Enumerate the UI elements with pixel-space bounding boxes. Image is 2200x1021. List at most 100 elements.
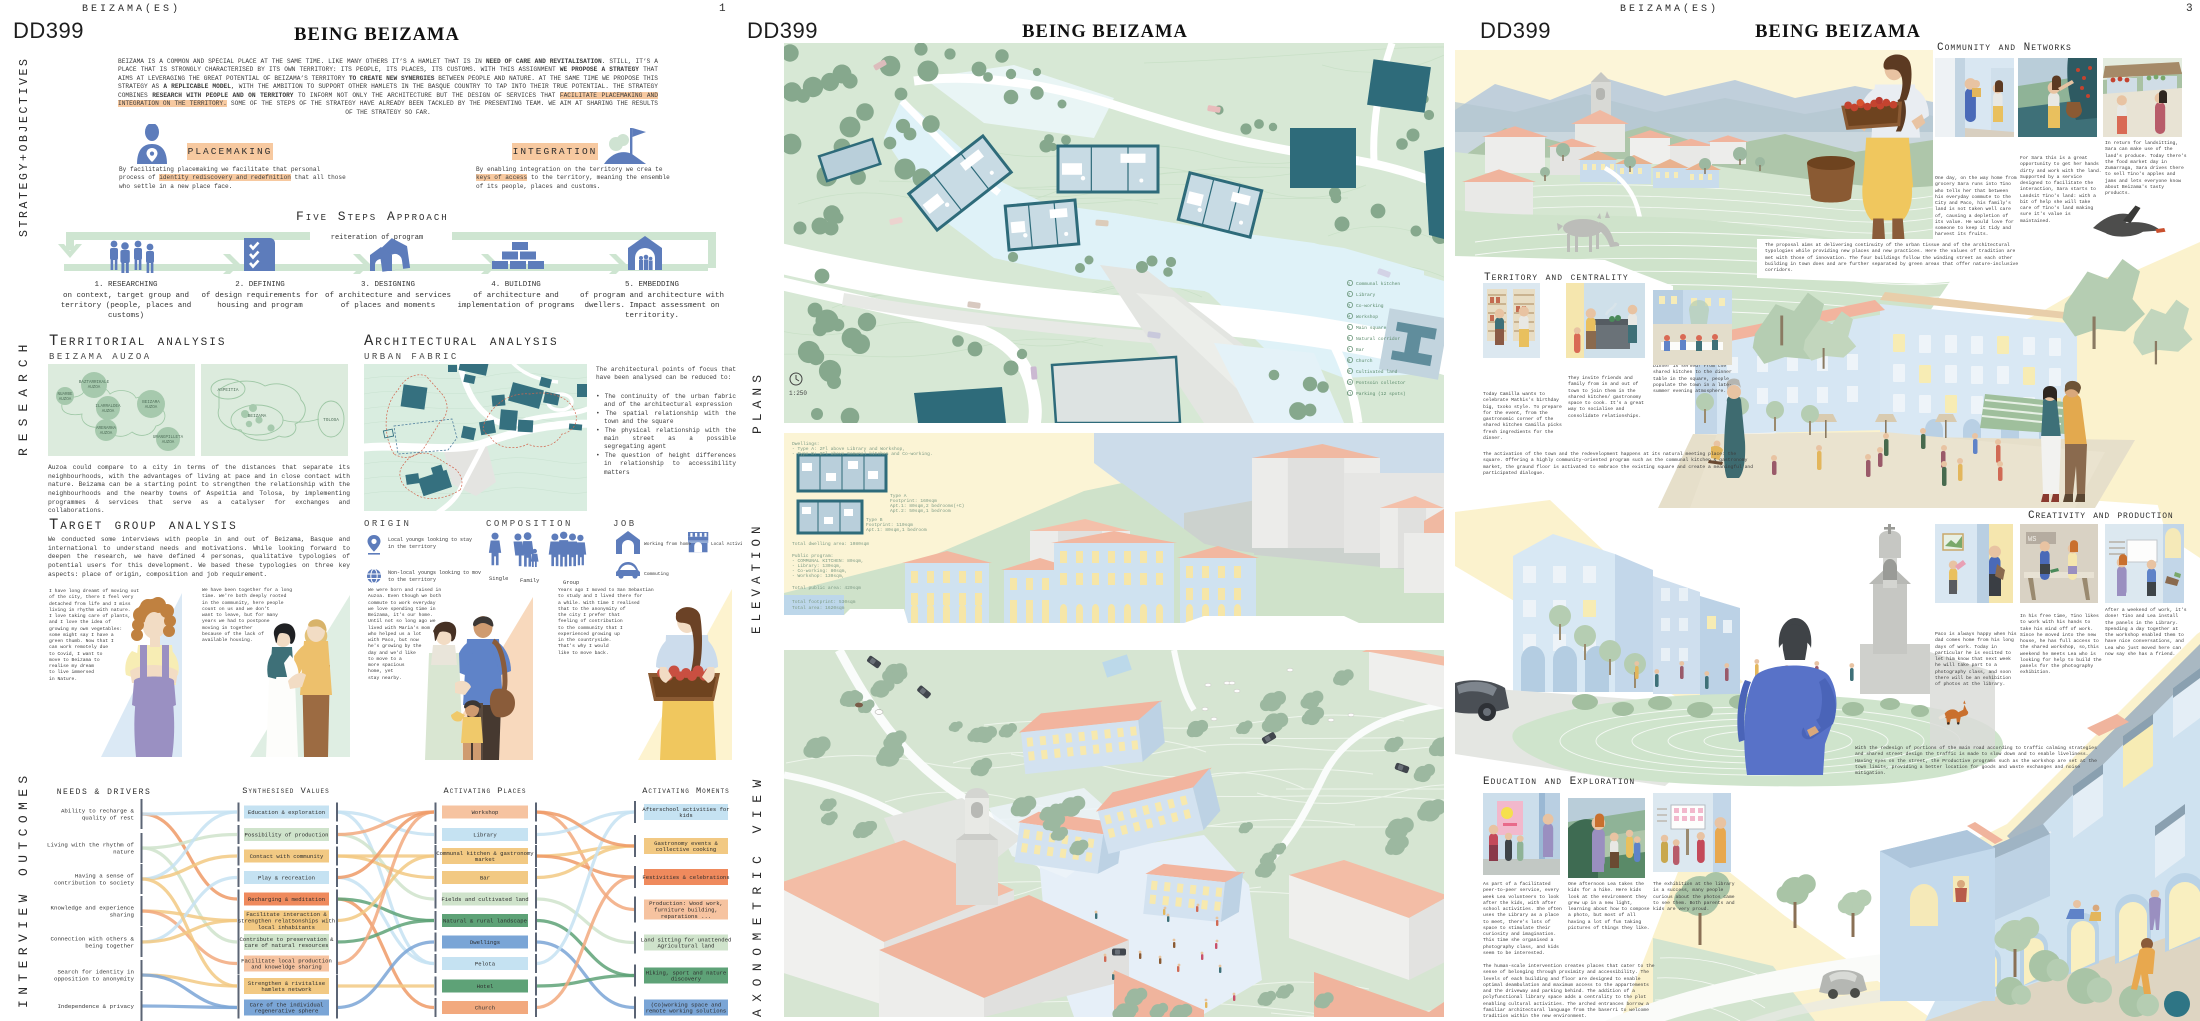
svg-text:BAZTARRIKALE: BAZTARRIKALE [79, 381, 110, 385]
svg-text:Search for identity in: Search for identity in [57, 969, 134, 976]
svg-text:sharing: sharing [110, 912, 134, 919]
svg-text:Afterschool activities for: Afterschool activities for [642, 806, 729, 813]
svg-text:ILARRALDEA: ILARRALDEA [95, 405, 121, 409]
svg-text:being together: being together [85, 943, 134, 950]
svg-text:Church: Church [475, 1005, 495, 1012]
svg-text:Total public area: 420sqm: Total public area: 420sqm [792, 585, 861, 591]
svg-text:Synthesised Values: Synthesised Values [242, 786, 329, 796]
svg-text:- COMMUNAL KITCHEN: 80sqm,: - COMMUNAL KITCHEN: 80sqm, [792, 558, 864, 564]
svg-text:URANGPILLETA: URANGPILLETA [153, 436, 184, 440]
svg-text:Activating Places: Activating Places [444, 786, 527, 796]
svg-text:on context, target group and: on context, target group and [63, 292, 189, 300]
svg-text:Type B: Type B [866, 517, 883, 523]
svg-text:Workshop: Workshop [1356, 314, 1378, 320]
svg-text:Knowledge and experience: Knowledge and experience [51, 905, 135, 912]
svg-text:4. BUILDING: 4. BUILDING [491, 281, 541, 289]
svg-text:Family: Family [520, 578, 540, 584]
svg-text:regenerative sphere: regenerative sphere [255, 1008, 319, 1015]
svg-text:- Type B: 2Fl above Comunal ki: - Type B: 2Fl above Comunal kitchen and … [792, 451, 933, 457]
svg-text:BEIZAMA: BEIZAMA [248, 414, 267, 419]
svg-text:NEEDS & DRIVERS: NEEDS & DRIVERS [57, 788, 152, 797]
svg-text:2: 2 [1348, 294, 1351, 298]
svg-text:Cultivated land: Cultivated land [1356, 369, 1398, 375]
svg-text:Contact with community: Contact with community [250, 853, 324, 860]
svg-text:Land sitting for unattended: Land sitting for unattended [641, 936, 732, 943]
svg-text:AUZOA: AUZOA [162, 441, 175, 445]
svg-text:Local Activity: Local Activity [711, 542, 742, 547]
svg-text:4: 4 [1348, 316, 1351, 320]
svg-text:ARENARHA: ARENARHA [96, 427, 117, 431]
svg-text:Agricultural land: Agricultural land [657, 943, 714, 950]
svg-text:reiteration of program: reiteration of program [331, 234, 423, 242]
svg-text:Natural corridor: Natural corridor [1356, 336, 1400, 342]
svg-text:Independence & privacy: Independence & privacy [57, 1003, 134, 1010]
svg-text:WS: WS [2028, 536, 2036, 544]
svg-text:Pontsoin collector: Pontsoin collector [1356, 380, 1406, 386]
svg-text:collective cooking: collective cooking [656, 846, 716, 853]
svg-text:Working from home: Working from home [644, 541, 691, 547]
svg-text:of places and moments: of places and moments [341, 302, 436, 310]
svg-text:reparations ...: reparations ... [661, 913, 711, 920]
svg-text:Dwellings:: Dwellings: [792, 441, 820, 447]
svg-text:TOLOSA: TOLOSA [323, 418, 339, 423]
svg-text:ASPEITIA: ASPEITIA [217, 388, 238, 393]
svg-text:Fields and cultivated land: Fields and cultivated land [441, 896, 528, 903]
svg-text:hamlets network: hamlets network [261, 986, 312, 993]
svg-text:3. DESIGNING: 3. DESIGNING [361, 281, 416, 289]
svg-text:implementation of programs: implementation of programs [457, 302, 574, 310]
svg-text:care of natural resources: care of natural resources [245, 942, 329, 949]
svg-text:BEIZAMA: BEIZAMA [142, 401, 160, 405]
svg-text:to the territory: to the territory [388, 577, 436, 583]
svg-text:of architecture and services: of architecture and services [325, 292, 451, 300]
svg-text:market: market [475, 856, 495, 863]
svg-text:1: 1 [1348, 283, 1351, 287]
svg-text:housing and program: housing and program [217, 302, 303, 310]
svg-text:AUZOA: AUZOA [100, 432, 113, 436]
svg-text:- Library: 130sqm,: - Library: 130sqm, [792, 563, 842, 569]
svg-text:Church: Church [1356, 358, 1373, 364]
svg-text:Commuting: Commuting [644, 571, 669, 577]
svg-text:AUZOA: AUZOA [59, 398, 72, 402]
svg-text:Library: Library [473, 832, 497, 839]
svg-text:Ability to recharge &: Ability to recharge & [61, 808, 135, 815]
svg-text:Non-local youngs looking to mo: Non-local youngs looking to move [388, 570, 481, 576]
svg-text:- Workshop: 130sqm,: - Workshop: 130sqm, [792, 573, 844, 579]
svg-text:5: 5 [1348, 327, 1351, 331]
svg-text:8: 8 [1348, 360, 1351, 364]
svg-text:AUZOA: AUZOA [145, 406, 158, 410]
svg-text:AUZOA: AUZOA [88, 386, 101, 390]
svg-text:of architecture and: of architecture and [473, 292, 559, 300]
svg-text:Hiking, sport and nature: Hiking, sport and nature [646, 969, 727, 976]
svg-text:Facilitate local production: Facilitate local production [241, 957, 332, 964]
svg-text:NUARBE: NUARBE [57, 393, 73, 397]
svg-text:2. DEFINING: 2. DEFINING [235, 281, 285, 289]
svg-text:Recharging & meditation: Recharging & meditation [248, 896, 325, 903]
svg-text:Hotel: Hotel [477, 983, 494, 990]
svg-text:5. EMBEDDING: 5. EMBEDDING [625, 281, 680, 289]
svg-text:Single: Single [489, 576, 508, 582]
svg-text:strengthen relatSonships with: strengthen relatSonships with [238, 918, 335, 925]
svg-text:1:250: 1:250 [789, 390, 807, 397]
svg-text:Footprint: 160sqm: Footprint: 160sqm [890, 498, 937, 504]
svg-text:Facilitate interaction &: Facilitate interaction & [246, 911, 327, 918]
svg-text:Education & exploration: Education & exploration [248, 809, 325, 816]
svg-text:Pelota: Pelota [475, 961, 496, 968]
svg-text:11: 11 [1347, 393, 1352, 397]
svg-text:AUZOA: AUZOA [102, 410, 115, 414]
svg-text:territority.: territority. [625, 312, 679, 320]
svg-text:of program and architecture wi: of program and architecture with [580, 292, 724, 300]
svg-text:local inhabitants: local inhabitants [258, 924, 315, 931]
svg-text:Local youngs looking to stay: Local youngs looking to stay [388, 537, 472, 543]
svg-text:- Type A: 2Fl above Library an: - Type A: 2Fl above Library and Workshop… [792, 446, 905, 452]
svg-text:Apt.1: 80sqm,1 bedroom: Apt.1: 80sqm,1 bedroom [866, 527, 927, 533]
svg-text:Main square: Main square [1356, 325, 1387, 331]
svg-text:(Co)working space and: (Co)working space and [651, 1001, 722, 1008]
svg-text:Total footprint: 530sqm: Total footprint: 530sqm [792, 599, 856, 605]
svg-text:Communal kitchen: Communal kitchen [1356, 281, 1400, 287]
svg-text:Gastronomy events &: Gastronomy events & [654, 840, 718, 847]
svg-text:Total area: 1620sqm: Total area: 1620sqm [792, 605, 845, 611]
svg-text:Connection with others &: Connection with others & [51, 936, 135, 943]
svg-text:Footprint: 110sqm: Footprint: 110sqm [866, 522, 913, 528]
svg-text:Communal kitchen & gastronomy: Communal kitchen & gastronomy [436, 850, 534, 857]
svg-text:- Co-working: 80sqm,: - Co-working: 80sqm, [792, 568, 847, 574]
